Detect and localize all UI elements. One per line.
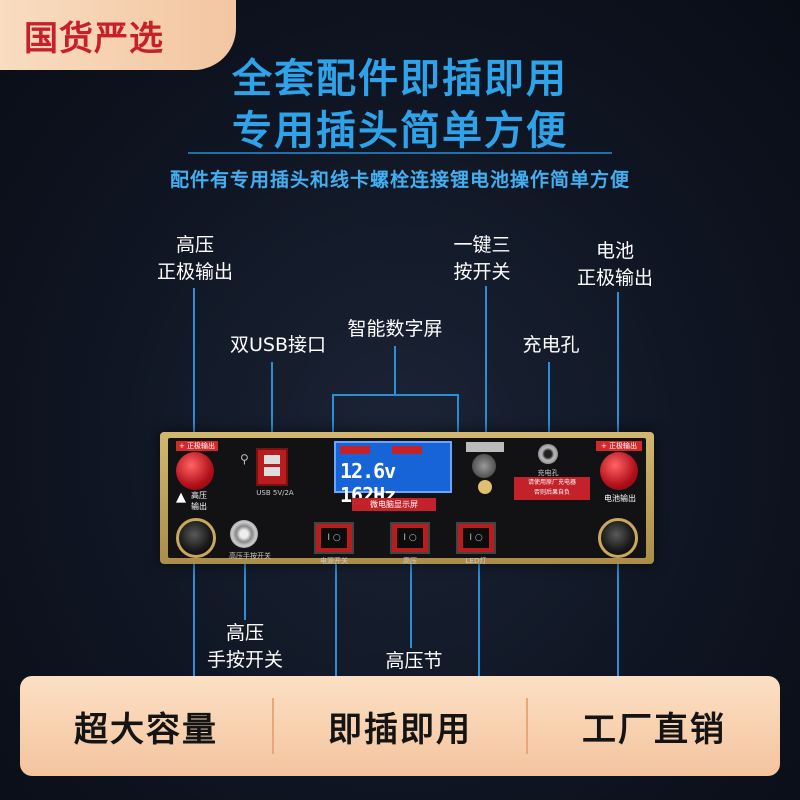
charge-port[interactable] (538, 444, 558, 464)
lcd-indicator-1 (340, 446, 370, 454)
hv-manual-switch-port[interactable] (230, 520, 258, 548)
leader-switch-1 (335, 556, 337, 678)
callout-charge-port: 充电孔 (522, 334, 580, 356)
leader-switch-3 (478, 556, 480, 678)
leader-hv-manual-1 (193, 560, 195, 678)
callout-hv-positive: 高压正极输出 (156, 234, 233, 283)
hv-switch[interactable]: I ○ (390, 522, 430, 554)
leader-usb (271, 362, 273, 444)
leader-hv-manual-2 (244, 558, 246, 620)
leader-display-left (332, 394, 334, 440)
led-switch[interactable]: I ○ (456, 522, 496, 554)
one-key-plate (466, 442, 504, 452)
one-key-switch[interactable] (472, 454, 496, 478)
battery-positive-terminal[interactable] (600, 452, 638, 490)
feature-separator (526, 698, 528, 754)
battery-positive-tab: + 正极输出 (596, 441, 642, 451)
callout-battery-positive: 电池正极输出 (576, 240, 653, 289)
feature-capacity: 超大容量 (74, 709, 218, 750)
battery-output-label: 电池输出 (604, 494, 636, 503)
leader-display-stem (394, 346, 396, 394)
divider (188, 152, 612, 154)
smart-display: 12.6v 162Hz (334, 441, 452, 507)
feature-plug-and-play: 即插即用 (328, 709, 472, 750)
callout-hv-adjust: 高压节 (385, 650, 443, 672)
badge-text: 国货严选 (24, 18, 164, 59)
led-switch-label: LED灯 (465, 557, 487, 565)
headline-line-2: 专用插头简单方便 (232, 108, 568, 154)
leader-hv-positive (193, 288, 195, 438)
manual-switch-label: 高压手按开关 (229, 552, 271, 560)
brand-badge: 国货严选 (0, 0, 236, 70)
lcd-indicator-2 (392, 446, 422, 454)
leader-battery-positive (617, 292, 619, 444)
leader-display-bracket (332, 394, 458, 396)
subtitle: 配件有专用插头和线卡螺栓连接锂电池操作简单方便 (169, 169, 630, 191)
feature-factory-direct: 工厂直销 (582, 709, 726, 750)
callout-smart-display: 智能数字屏 (347, 318, 443, 340)
one-key-indicator (478, 480, 492, 494)
callout-one-key-switch: 一键三按开关 (453, 234, 511, 283)
battery-negative-terminal[interactable] (598, 518, 638, 558)
hv-switch-label: 高压 (403, 557, 417, 565)
power-switch-label: 电源开关 (320, 557, 348, 565)
power-switch[interactable]: I ○ (314, 522, 354, 554)
hv-output-label: 高压 输出 (191, 491, 207, 511)
headline-line-1: 全套配件即插即用 (232, 56, 568, 102)
leader-battery-negative (617, 560, 619, 678)
warning-triangle-icon: ▲ (176, 490, 186, 505)
leader-switch-2 (410, 556, 412, 648)
leader-display-right (457, 394, 459, 440)
callout-dual-usb: 双USB接口 (229, 334, 326, 356)
hv-positive-terminal[interactable] (176, 452, 214, 490)
usb-symbol-icon: ⚲ (240, 452, 249, 466)
usb-label: USB 5V/2A (256, 489, 294, 497)
charge-label: 充电孔 (537, 469, 559, 477)
leader-charge (548, 362, 550, 444)
warning-label: 请使用原厂充电器 否则后果自负 (514, 477, 590, 500)
callout-hv-manual-switch: 高压手按开关 (206, 622, 283, 671)
leader-one-key (485, 286, 487, 442)
feature-separator (272, 698, 274, 754)
usb-port[interactable] (256, 448, 288, 486)
feature-bar: 超大容量 即插即用 工厂直销 (20, 676, 780, 776)
micro-display-label: 微电脑显示屏 (352, 498, 436, 511)
hv-negative-terminal[interactable] (176, 518, 216, 558)
hv-positive-tab: + 正极输出 (176, 441, 218, 451)
